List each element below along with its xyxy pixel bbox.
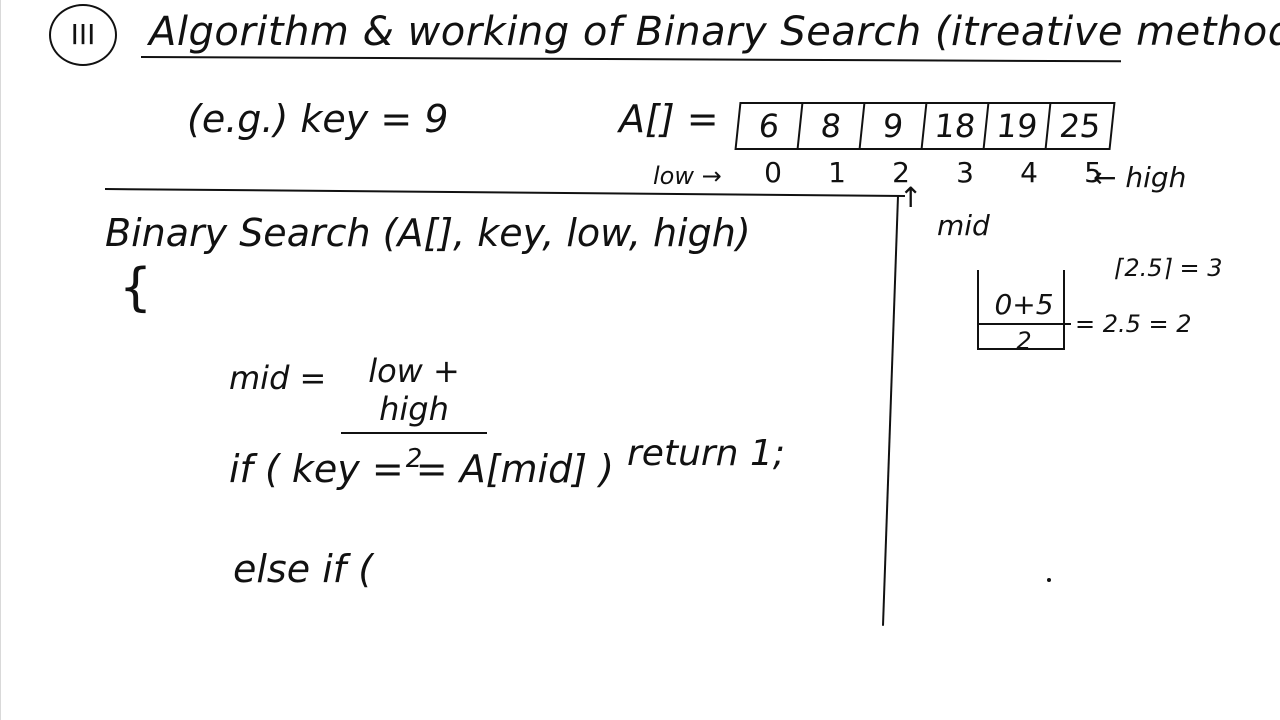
array-index: 0 xyxy=(764,156,782,189)
page-title: Algorithm & working of Binary Search (it… xyxy=(149,9,1280,55)
array-cell: 25 xyxy=(1057,107,1103,145)
array-cell: 19 xyxy=(984,104,1052,148)
array-index: 2 xyxy=(892,156,910,189)
array-label: A[] = xyxy=(619,97,719,141)
function-signature: Binary Search (A[], key, low, high) xyxy=(105,211,751,255)
ceil-calculation: ⌈2.5⌉ = 3 xyxy=(1115,254,1223,282)
open-brace: { xyxy=(119,258,153,318)
array-indices: 0 1 2 3 4 5 xyxy=(741,156,1125,189)
mid-pointer-label: mid xyxy=(937,209,990,242)
array-index: 1 xyxy=(828,156,846,189)
high-pointer-label: ← high xyxy=(1093,161,1187,194)
array-cell: 8 xyxy=(798,104,866,148)
return-statement: return 1; xyxy=(627,433,785,474)
array-cell: 18 xyxy=(922,104,990,148)
floor-bracket xyxy=(977,270,1065,350)
stray-dot xyxy=(1047,578,1051,582)
example-key: (e.g.) key = 9 xyxy=(187,97,449,141)
else-if-statement: else if ( xyxy=(233,547,374,591)
array-index: 4 xyxy=(1020,156,1038,189)
floor-fraction: 0+5 2 xyxy=(977,288,1071,355)
mid-fraction: low + high 2 xyxy=(341,352,487,474)
section-number: III xyxy=(49,4,117,66)
title-underline xyxy=(140,56,1121,63)
array-index: 3 xyxy=(956,156,974,189)
array-cell: 9 xyxy=(860,104,928,148)
floor-result: = 2.5 = 2 xyxy=(1075,310,1192,338)
vertical-divider xyxy=(881,195,899,626)
mid-assignment: mid = xyxy=(229,359,327,397)
low-pointer-label: low → xyxy=(653,162,722,190)
floor-numerator: 0+5 xyxy=(977,288,1071,325)
mid-numerator: low + high xyxy=(341,352,487,434)
if-statement: if ( key = = A[mid] ) xyxy=(229,447,614,491)
array-diagram: 6 8 9 18 19 25 xyxy=(734,102,1116,150)
mid-denominator: 2 xyxy=(405,444,423,474)
array-index: 5 xyxy=(1084,156,1102,189)
horizontal-divider xyxy=(104,188,905,197)
floor-denominator: 2 xyxy=(1016,327,1032,355)
up-arrow-icon: ↑ xyxy=(899,181,923,214)
array-cell: 6 xyxy=(736,104,804,148)
